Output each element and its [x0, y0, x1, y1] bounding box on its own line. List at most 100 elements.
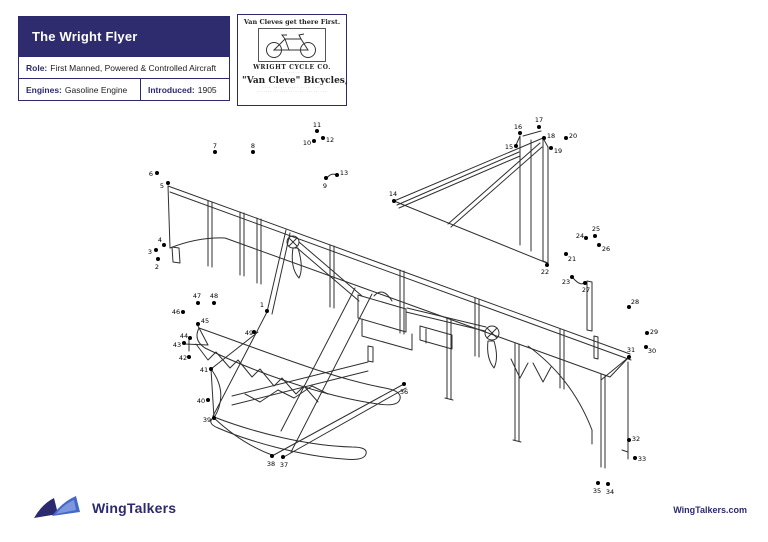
- puzzle-dot-46: [181, 310, 185, 314]
- site-url: WingTalkers.com: [673, 505, 747, 515]
- puzzle-dot-label-8: 8: [251, 142, 255, 150]
- puzzle-dot-label-38: 38: [267, 460, 275, 468]
- aircraft-path: [532, 362, 552, 383]
- brand-logo: WingTalkers: [32, 494, 176, 522]
- puzzle-dot-label-49: 49: [245, 329, 253, 337]
- puzzle-dot-3: [154, 248, 158, 252]
- puzzle-dot-label-27: 27: [582, 286, 590, 294]
- aircraft-path: [271, 383, 405, 457]
- aircraft-path: [295, 246, 360, 302]
- aircraft-path: [542, 260, 549, 264]
- puzzle-dot-25: [593, 234, 597, 238]
- aircraft-path: [231, 361, 369, 397]
- puzzle-dot-47: [196, 301, 200, 305]
- puzzle-dot-label-36: 36: [400, 388, 408, 396]
- aircraft-path: [171, 246, 181, 264]
- ad-fineprint-1: ···· ··········· ·········: [262, 86, 322, 90]
- aircraft-path: [600, 356, 630, 381]
- puzzle-dot-30: [644, 345, 648, 349]
- puzzle-dot-13: [335, 173, 339, 177]
- puzzle-dot-20: [564, 136, 568, 140]
- puzzle-dot-33: [633, 456, 637, 460]
- puzzle-dot-label-41: 41: [200, 366, 208, 374]
- puzzle-dot-label-28: 28: [631, 298, 639, 306]
- puzzle-dot-21: [564, 252, 568, 256]
- puzzle-dot-38: [270, 454, 274, 458]
- puzzle-dot-22: [545, 263, 549, 267]
- puzzle-dot-7: [213, 150, 217, 154]
- puzzle-dot-label-7: 7: [213, 142, 217, 150]
- puzzle-dot-label-10: 10: [303, 139, 311, 147]
- aircraft-path: [450, 146, 543, 228]
- introduced-value: 1905: [197, 84, 217, 95]
- puzzle-dot-1: [265, 309, 269, 313]
- aircraft-path: [406, 307, 487, 328]
- ad-fineprint-2: ······· ········ · ·· ····· ···: [256, 90, 328, 94]
- puzzle-dot-label-31: 31: [627, 346, 635, 354]
- van-cleve-ad: Van Cleves get there First. WRIGHT CYCLE…: [237, 14, 349, 106]
- puzzle-dot-2: [156, 257, 160, 261]
- puzzle-dot-34: [606, 482, 610, 486]
- aircraft-path: [167, 185, 171, 249]
- aircraft-path: [419, 325, 453, 350]
- engines-label: Engines:: [26, 84, 62, 95]
- aircraft-path: [277, 389, 295, 399]
- page-title: The Wright Flyer: [32, 29, 138, 44]
- aircraft-path: [405, 311, 486, 332]
- puzzle-dot-label-9: 9: [323, 182, 327, 190]
- puzzle-dot-18: [542, 136, 546, 140]
- aircraft-path: [572, 277, 585, 285]
- aircraft-path: [244, 393, 261, 403]
- puzzle-dot-label-25: 25: [592, 225, 600, 233]
- aircraft-path: [357, 294, 407, 333]
- puzzle-dot-label-46: 46: [172, 308, 180, 316]
- puzzle-dot-35: [596, 481, 600, 485]
- aircraft-path: [167, 185, 631, 355]
- puzzle-dot-label-33: 33: [638, 455, 646, 463]
- puzzle-dot-12: [321, 136, 325, 140]
- puzzle-dot-19: [549, 146, 553, 150]
- puzzle-dot-label-30: 30: [648, 347, 656, 355]
- aircraft-line-art: [167, 130, 632, 469]
- aircraft-path: [361, 319, 413, 351]
- puzzle-dot-5: [166, 181, 170, 185]
- puzzle-dot-29: [645, 331, 649, 335]
- puzzle-dot-4: [162, 243, 166, 247]
- aircraft-path: [510, 358, 529, 379]
- puzzle-dot-label-23: 23: [562, 278, 570, 286]
- aircraft-path: [195, 343, 319, 403]
- puzzle-dot-36: [402, 382, 406, 386]
- puzzle-dot-32: [627, 438, 631, 442]
- aircraft-path: [486, 327, 498, 339]
- aircraft-path: [259, 389, 279, 403]
- aircraft-path: [281, 387, 407, 459]
- puzzle-dot-label-45: 45: [201, 317, 209, 325]
- role-label: Role:: [26, 62, 48, 73]
- aircraft-path: [373, 291, 393, 302]
- puzzle-dot-label-18: 18: [547, 132, 555, 140]
- puzzle-dot-label-3: 3: [148, 248, 152, 256]
- aircraft-path: [280, 287, 356, 432]
- ad-product: "Van Cleve" Bicycles,: [242, 76, 349, 86]
- aircraft-path: [266, 229, 287, 313]
- bicycle-icon: [266, 33, 316, 58]
- aircraft-path: [271, 232, 291, 315]
- puzzle-dot-14: [392, 199, 396, 203]
- puzzle-dot-label-6: 6: [149, 170, 153, 178]
- puzzle-dot-41: [209, 367, 213, 371]
- puzzle-dot-48: [212, 301, 216, 305]
- aircraft-path: [169, 237, 611, 378]
- puzzle-dot-8: [251, 150, 255, 154]
- puzzle-dot-15: [514, 144, 518, 148]
- puzzle-dot-label-44: 44: [180, 332, 188, 340]
- aircraft-path: [210, 368, 222, 419]
- brand-name: WingTalkers: [92, 500, 177, 516]
- aircraft-path: [210, 368, 215, 419]
- puzzle-dot-43: [182, 341, 186, 345]
- puzzle-dot-label-11: 11: [313, 121, 321, 129]
- puzzle-dot-label-5: 5: [160, 182, 164, 190]
- puzzle-dot-45: [196, 322, 200, 326]
